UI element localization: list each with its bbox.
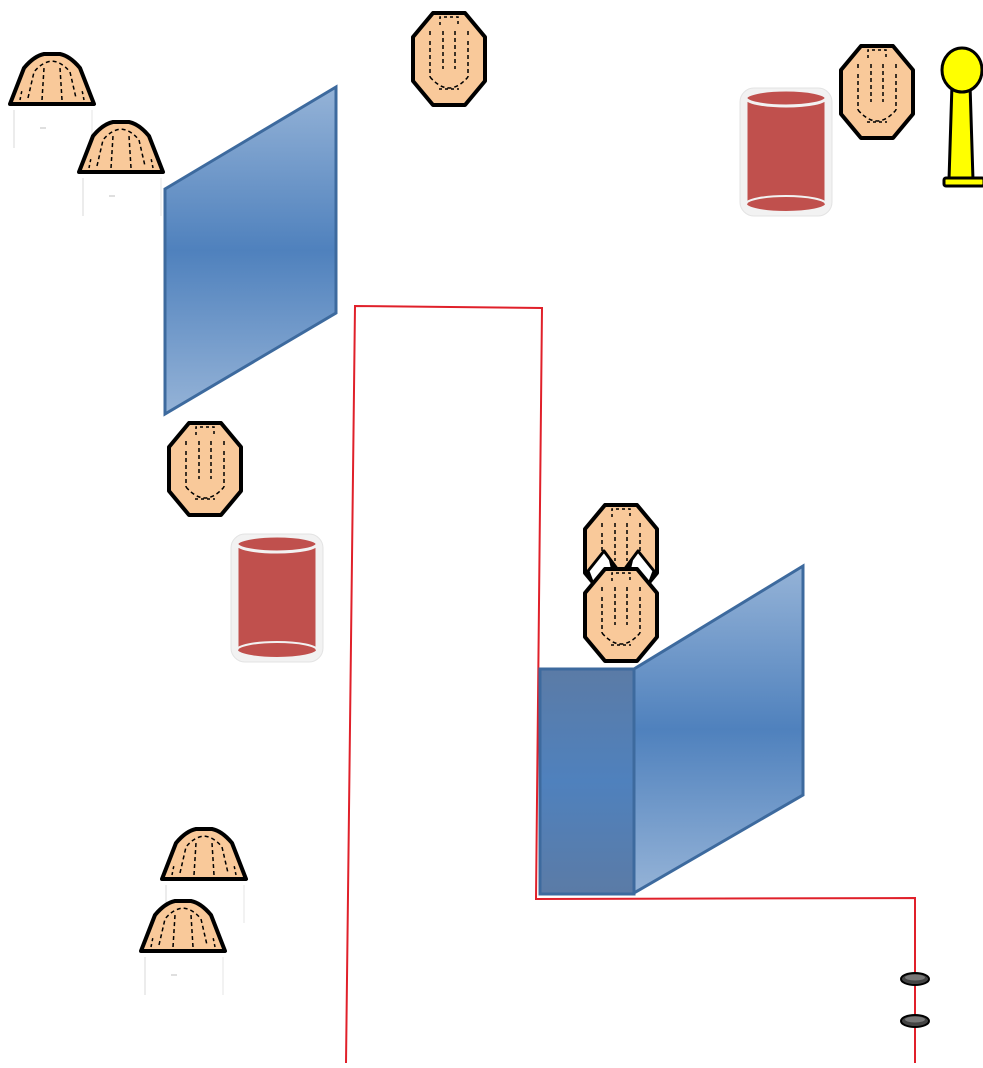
head-top-right	[839, 44, 915, 140]
barrel-left	[229, 532, 325, 664]
figure-back-4	[139, 899, 227, 997]
connector-icon-upper	[900, 972, 930, 986]
head-left-middle	[167, 421, 243, 517]
panel-left	[163, 84, 338, 417]
head-top-center	[411, 11, 487, 107]
panel-right	[538, 563, 805, 896]
barrel-top-right	[738, 86, 834, 218]
head-stand-lower	[583, 567, 659, 663]
wire-path	[345, 304, 916, 1064]
microphone-icon	[940, 46, 983, 188]
figure-back-1	[8, 52, 96, 150]
connector-icon-lower	[900, 1014, 930, 1028]
figure-back-2	[77, 120, 165, 218]
